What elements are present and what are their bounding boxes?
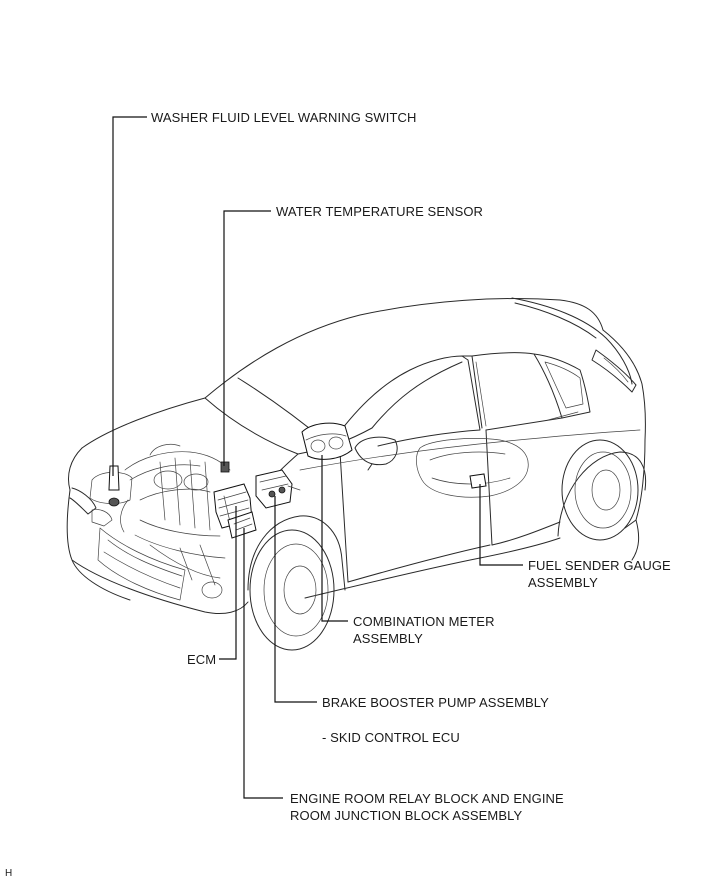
label-brake-booster-pump-assembly: BRAKE BOOSTER PUMP ASSEMBLY [322,695,549,710]
fuel-tank [416,438,529,498]
engine-bay [89,443,243,586]
label-engine-room-relay-block: ENGINE ROOM RELAY BLOCK AND ENGINE ROOM … [290,790,564,824]
label-fuel-sender-line-1: FUEL SENDER GAUGE [528,558,671,573]
brake-booster-pump [255,469,301,509]
label-combination-meter-line-1: COMBINATION METER [353,614,495,629]
relay-block [227,511,257,539]
label-combination-meter-assembly: COMBINATION METER ASSEMBLY [353,613,495,647]
label-water-temperature-sensor: WATER TEMPERATURE SENSOR [276,204,484,219]
label-fuel-sender-line-2: ASSEMBLY [528,575,598,590]
figure-id: H [5,868,13,879]
label-ecm: ECM [187,652,217,667]
leader-lines [112,116,523,799]
combination-meter [301,422,353,460]
label-skid-control-ecu: - SKID CONTROL ECU [322,730,460,745]
water-temperature-sensor [220,461,230,473]
label-fuel-sender-gauge-assembly: FUEL SENDER GAUGE ASSEMBLY [528,557,671,591]
label-relay-block-line-1: ENGINE ROOM RELAY BLOCK AND ENGINE [290,791,564,806]
label-relay-block-line-2: ROOM JUNCTION BLOCK ASSEMBLY [290,808,523,823]
car-outline [66,297,647,651]
label-combination-meter-line-2: ASSEMBLY [353,631,423,646]
label-washer-fluid-level-warning-switch: WASHER FLUID LEVEL WARNING SWITCH [151,110,417,125]
